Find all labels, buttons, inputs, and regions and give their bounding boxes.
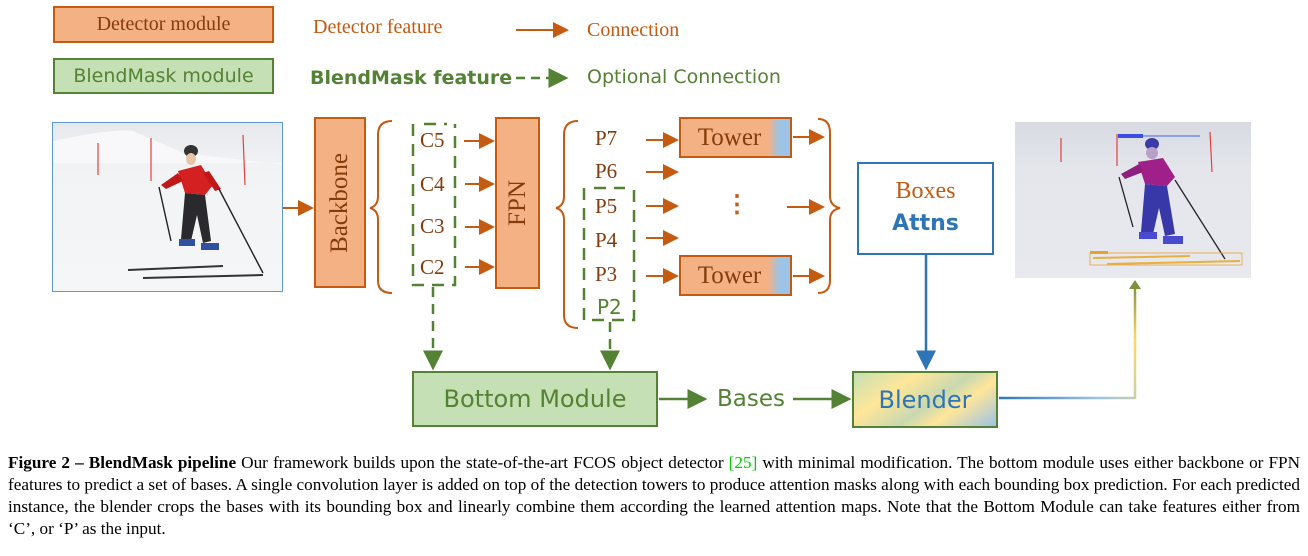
citation-link[interactable]: [25] <box>728 453 758 472</box>
brace-c-features <box>369 120 393 294</box>
input-image <box>52 122 283 292</box>
c-features-dashed-box <box>411 122 457 287</box>
bottom-module-label: Bottom Module <box>443 385 627 413</box>
legend-detector-feature: Detector feature <box>313 16 443 38</box>
boxes-attns-module: Boxes Attns <box>857 162 994 255</box>
fpn-module: FPN <box>495 117 540 289</box>
tower-bottom-label: Tower <box>697 261 762 289</box>
feature-c3: C3 <box>420 214 445 238</box>
feature-p3: P3 <box>595 262 618 286</box>
legend-optional-connection: Optional Connection <box>587 66 781 88</box>
arrow-up-head <box>1129 280 1141 289</box>
attns-label: Attns <box>892 210 959 236</box>
legend-blendmask-module-swatch: BlendMask module <box>53 58 274 94</box>
caption-text-b: with minimal modification. The bottom mo… <box>8 453 1300 538</box>
feature-p6: P6 <box>595 159 618 183</box>
blender-module: Blender <box>852 371 998 428</box>
output-segmentation-illustration <box>1060 131 1243 266</box>
feature-c4: C4 <box>420 172 445 196</box>
feature-c2: C2 <box>420 255 445 279</box>
feature-c5: C5 <box>420 128 445 152</box>
legend-detector-module-label: Detector module <box>96 13 231 35</box>
figure-caption: Figure 2 – BlendMask pipeline Our framew… <box>8 452 1300 540</box>
caption-text-a: Our framework builds upon the state-of-t… <box>236 453 729 472</box>
feature-p5: P5 <box>595 194 618 218</box>
blender-label: Blender <box>878 385 972 414</box>
caption-label: Figure 2 – BlendMask pipeline <box>8 453 237 472</box>
feature-p7: P7 <box>595 126 618 150</box>
legend-connection: Connection <box>587 19 680 41</box>
input-skier-illustration <box>53 130 282 279</box>
boxes-label: Boxes <box>895 177 956 204</box>
legend-blendmask-feature: BlendMask feature <box>310 67 513 89</box>
legend-blendmask-module-label: BlendMask module <box>73 65 254 87</box>
tower-ellipsis: ⋮ <box>725 192 749 218</box>
bases-label: Bases <box>717 386 785 412</box>
backbone-module: Backbone <box>314 117 366 288</box>
feature-p2: P2 <box>597 295 622 319</box>
tower-top-label: Tower <box>697 123 762 151</box>
output-image <box>1015 122 1251 278</box>
bottom-module: Bottom Module <box>412 371 658 427</box>
brace-tower-outputs <box>817 118 841 294</box>
tower-top: Tower <box>679 117 792 158</box>
brace-p-features <box>555 120 579 329</box>
p-features-dashed-box <box>582 186 636 322</box>
feature-p4: P4 <box>595 228 618 252</box>
tower-bottom: Tower <box>679 255 792 296</box>
legend-detector-module-swatch: Detector module <box>53 6 274 43</box>
